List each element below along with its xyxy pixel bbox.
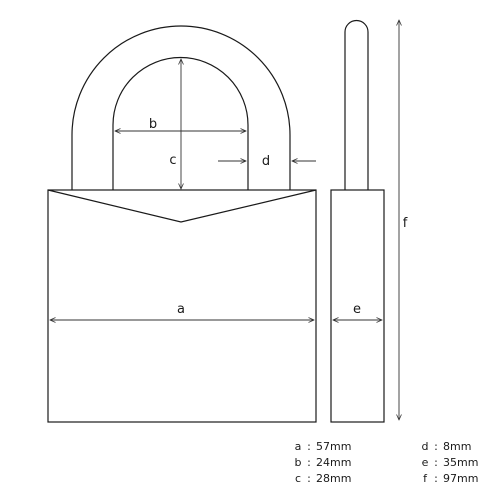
legend-key-a: a	[295, 440, 302, 453]
legend-value-e: 35mm	[443, 456, 478, 469]
legend-key-d: d	[422, 440, 429, 453]
label-b: b	[149, 117, 157, 132]
legend-key-b: b	[295, 456, 302, 469]
side-body	[330, 189, 385, 423]
label-d: d	[262, 154, 270, 169]
legend-key-f: f	[423, 472, 428, 485]
dimension-e: e	[333, 302, 382, 320]
dimension-c: c	[169, 59, 181, 189]
legend-value-b: 24mm	[316, 456, 351, 469]
shackle-inner	[112, 56, 249, 190]
legend-sep-e: :	[434, 456, 438, 469]
legend-value-a: 57mm	[316, 440, 351, 453]
side-shackle	[344, 19, 369, 190]
legend-sep-b: :	[307, 456, 311, 469]
label-e: e	[353, 302, 361, 317]
legend-key-e: e	[422, 456, 429, 469]
dimension-b: b	[115, 117, 246, 132]
legend-sep-c: :	[307, 472, 311, 485]
body-bevel	[47, 189, 317, 223]
legend-key-c: c	[295, 472, 301, 485]
lock-body	[47, 189, 317, 423]
dimension-a: a	[50, 302, 314, 320]
legend-value-c: 28mm	[316, 472, 351, 485]
dimension-f: f	[399, 20, 408, 420]
legend-value-f: 97mm	[443, 472, 478, 485]
dimension-d: d	[218, 154, 316, 169]
padlock-side-view	[330, 19, 385, 423]
legend-value-d: 8mm	[443, 440, 471, 453]
padlock-front-view	[47, 25, 317, 423]
legend-sep-d: :	[434, 440, 438, 453]
legend-sep-f: :	[434, 472, 438, 485]
label-f: f	[403, 216, 408, 231]
label-a: a	[177, 302, 185, 317]
dimension-legend: a : 57mm b : 24mm c : 28mm d : 8mm e : 3…	[295, 440, 479, 485]
legend-sep-a: :	[307, 440, 311, 453]
shackle-outer	[71, 25, 291, 190]
label-c: c	[169, 153, 176, 168]
